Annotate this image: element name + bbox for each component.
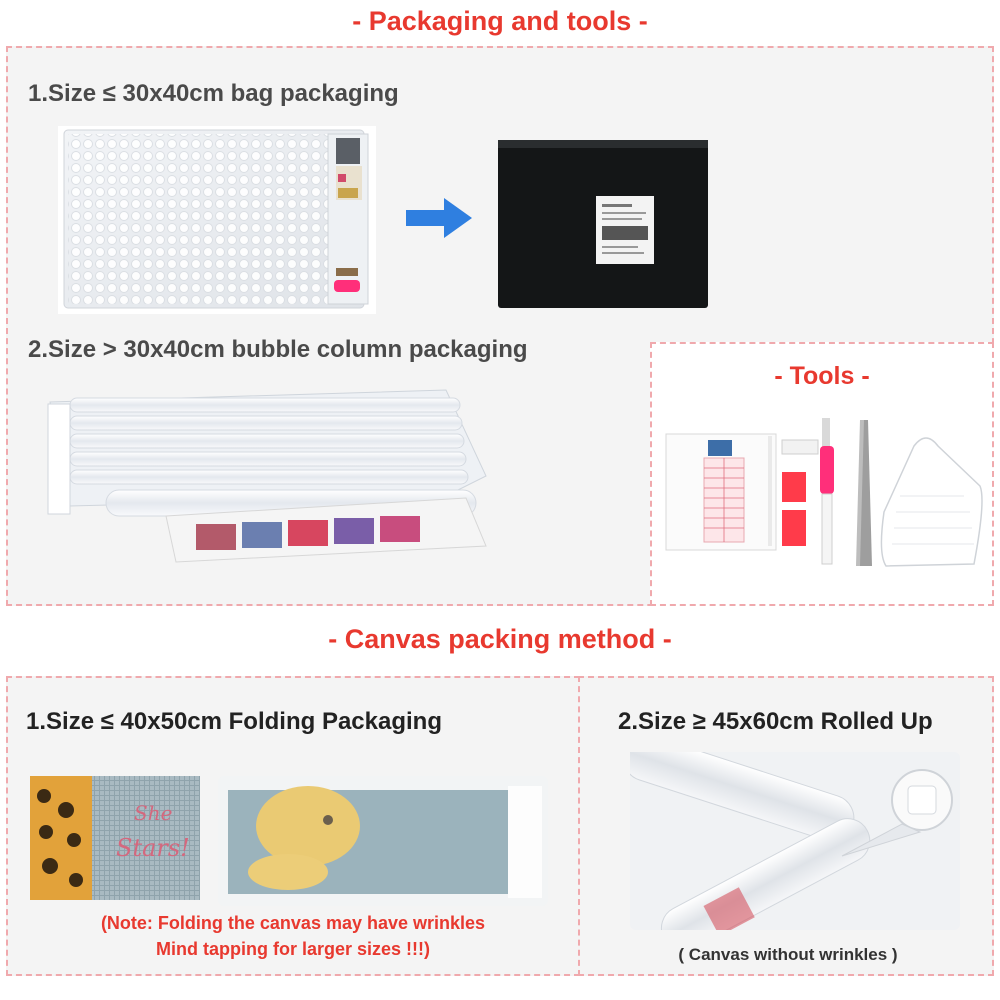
folded-canvas-photo: She Stars! — [30, 776, 200, 900]
bag-packaging-label: 1.Size ≤ 30x40cm bag packaging — [28, 80, 399, 107]
folding-note-line1: (Note: Folding the canvas may have wrink… — [100, 913, 486, 933]
folding-note-line2: Mind tapping for larger sizes !!!) — [155, 939, 430, 959]
tools-photo — [664, 416, 986, 570]
svg-text:She: She — [134, 801, 172, 825]
black-mailer-photo — [496, 138, 710, 310]
tools-heading: - Tools - — [774, 362, 870, 390]
bagged-canvas-photo — [218, 776, 548, 906]
folding-packaging-label: 1.Size ≤ 40x50cm Folding Packaging — [26, 708, 442, 735]
packaging-tools-heading: - Packaging and tools - — [352, 6, 648, 36]
canvas-packing-heading: - Canvas packing method - — [328, 624, 672, 654]
arrow-right-icon — [404, 196, 474, 240]
bubble-packaging-label: 2.Size > 30x40cm bubble column packaging — [28, 336, 528, 363]
rolled-up-label: 2.Size ≥ 45x60cm Rolled Up — [618, 708, 933, 735]
bubble-mailer-illustration — [63, 129, 369, 309]
bubble-column-photo — [46, 386, 494, 568]
bubble-mailer-photo — [58, 126, 376, 314]
rolled-note: ( Canvas without wrinkles ) — [678, 945, 898, 964]
svg-text:Stars!: Stars! — [116, 834, 190, 862]
rolled-canvas-photo — [630, 752, 960, 930]
